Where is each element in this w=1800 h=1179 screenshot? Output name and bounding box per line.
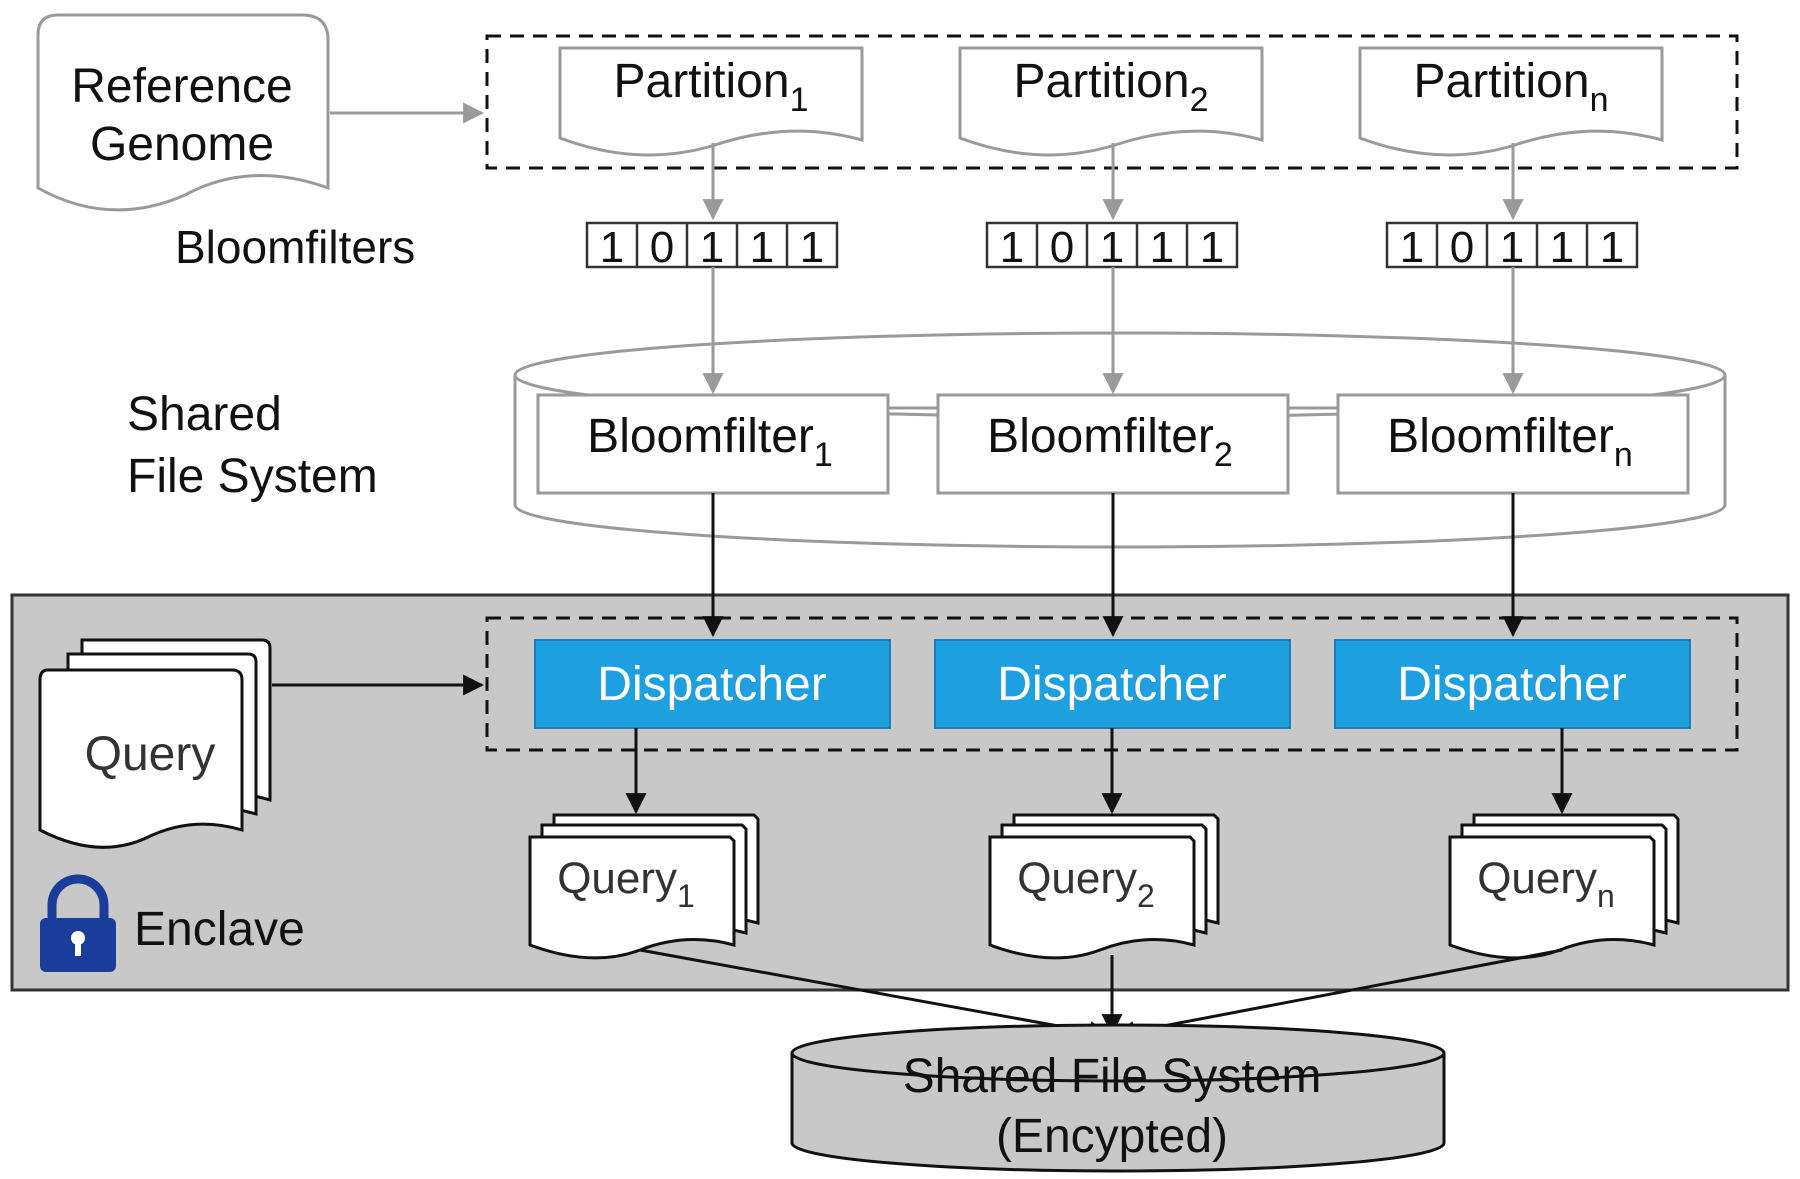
- arrow-query-1-to-encrypted-fs: [639, 948, 1111, 1042]
- svg-text:Partition1: Partition1: [613, 55, 808, 119]
- svg-text:Query1: Query1: [557, 854, 695, 914]
- partition-2-label: Partition: [1013, 55, 1189, 108]
- shared-fs-line1: Shared: [127, 388, 282, 441]
- query-main-label: Query: [85, 728, 216, 781]
- bit: 1: [1200, 223, 1224, 272]
- svg-text:Partition2: Partition2: [1013, 55, 1208, 119]
- query-n-label: Query: [1477, 854, 1597, 903]
- bit: 1: [750, 223, 774, 272]
- bit: 1: [700, 223, 724, 272]
- bit: 1: [1000, 223, 1024, 272]
- encrypted-shared-fs-cylinder: Shared File System (Encypted): [790, 1023, 1446, 1173]
- encrypted-fs-line2: (Encypted): [996, 1110, 1228, 1163]
- bloomfilter-2-label: Bloomfilter: [987, 410, 1214, 463]
- encrypted-fs-line1: Shared File System: [903, 1050, 1322, 1103]
- dispatcher-n: Dispatcher: [1334, 639, 1691, 729]
- bit-array-2: 1 0 1 1 1: [985, 221, 1239, 272]
- partition-n-label: Partition: [1413, 55, 1589, 108]
- svg-text:Bloomfiltern: Bloomfiltern: [1387, 410, 1633, 474]
- bit: 1: [1600, 223, 1624, 272]
- query-1-sub: 1: [677, 878, 695, 914]
- bit: 1: [1400, 223, 1424, 272]
- bloomfilter-1-label: Bloomfilter: [587, 410, 814, 463]
- bit: 0: [1450, 223, 1474, 272]
- bit: 0: [1050, 223, 1074, 272]
- query-1-label: Query: [557, 854, 677, 903]
- bit: 1: [800, 223, 824, 272]
- bloomfilters-label: Bloomfilters: [175, 221, 415, 273]
- bloomfilter-2-sub: 2: [1214, 436, 1233, 474]
- bit: 1: [1500, 223, 1524, 272]
- query-n-sub: n: [1597, 878, 1615, 914]
- dispatcher-1: Dispatcher: [534, 639, 891, 729]
- bloomfilter-n-label: Bloomfilter: [1387, 410, 1614, 463]
- query-2-sub: 2: [1137, 878, 1155, 914]
- bit: 1: [1150, 223, 1174, 272]
- lock-icon: [40, 874, 116, 972]
- bloomfilter-box-2: Bloomfilter2: [936, 393, 1290, 495]
- svg-text:Bloomfilter2: Bloomfilter2: [987, 410, 1233, 474]
- query-stack-2: Query2: [988, 813, 1220, 960]
- bloomfilter-1-sub: 1: [814, 436, 833, 474]
- arrow-query-n-to-encrypted-fs: [1113, 948, 1563, 1042]
- reference-genome-doc: Reference Genome: [36, 13, 330, 212]
- shared-fs-line2: File System: [127, 450, 378, 503]
- svg-text:Bloomfilter1: Bloomfilter1: [587, 410, 833, 474]
- bit: 1: [1100, 223, 1124, 272]
- partition-n: Partitionn: [1358, 46, 1664, 157]
- bloomfilter-n-sub: n: [1614, 436, 1633, 474]
- partition-2-sub: 2: [1190, 81, 1209, 119]
- dispatcher-1-label: Dispatcher: [597, 658, 826, 711]
- query-stack-n: Queryn: [1448, 813, 1680, 960]
- bit: 1: [1550, 223, 1574, 272]
- svg-text:Partitionn: Partitionn: [1413, 55, 1608, 119]
- bit-array-n: 1 0 1 1 1: [1385, 221, 1639, 272]
- partition-1-sub: 1: [790, 81, 809, 119]
- partition-1-label: Partition: [613, 55, 789, 108]
- bloomfilter-box-n: Bloomfiltern: [1336, 393, 1690, 495]
- query-stack-1: Query1: [528, 813, 760, 960]
- dispatcher-2: Dispatcher: [934, 639, 1291, 729]
- partition-2: Partition2: [958, 46, 1264, 157]
- enclave-label: Enclave: [134, 903, 305, 956]
- dispatcher-n-label: Dispatcher: [1397, 658, 1626, 711]
- query-stack: Query: [38, 638, 272, 849]
- partition-n-sub: n: [1590, 81, 1609, 119]
- svg-text:Queryn: Queryn: [1477, 854, 1615, 914]
- partition-1: Partition1: [558, 46, 864, 157]
- svg-text:Query2: Query2: [1017, 854, 1155, 914]
- reference-line2: Genome: [90, 118, 274, 171]
- reference-line1: Reference: [71, 60, 292, 113]
- bit-array-1: 1 0 1 1 1: [585, 221, 839, 272]
- bit: 1: [600, 223, 624, 272]
- bit: 0: [650, 223, 674, 272]
- query-2-label: Query: [1017, 854, 1137, 903]
- bloomfilter-box-1: Bloomfilter1: [536, 393, 890, 495]
- dispatcher-2-label: Dispatcher: [997, 658, 1226, 711]
